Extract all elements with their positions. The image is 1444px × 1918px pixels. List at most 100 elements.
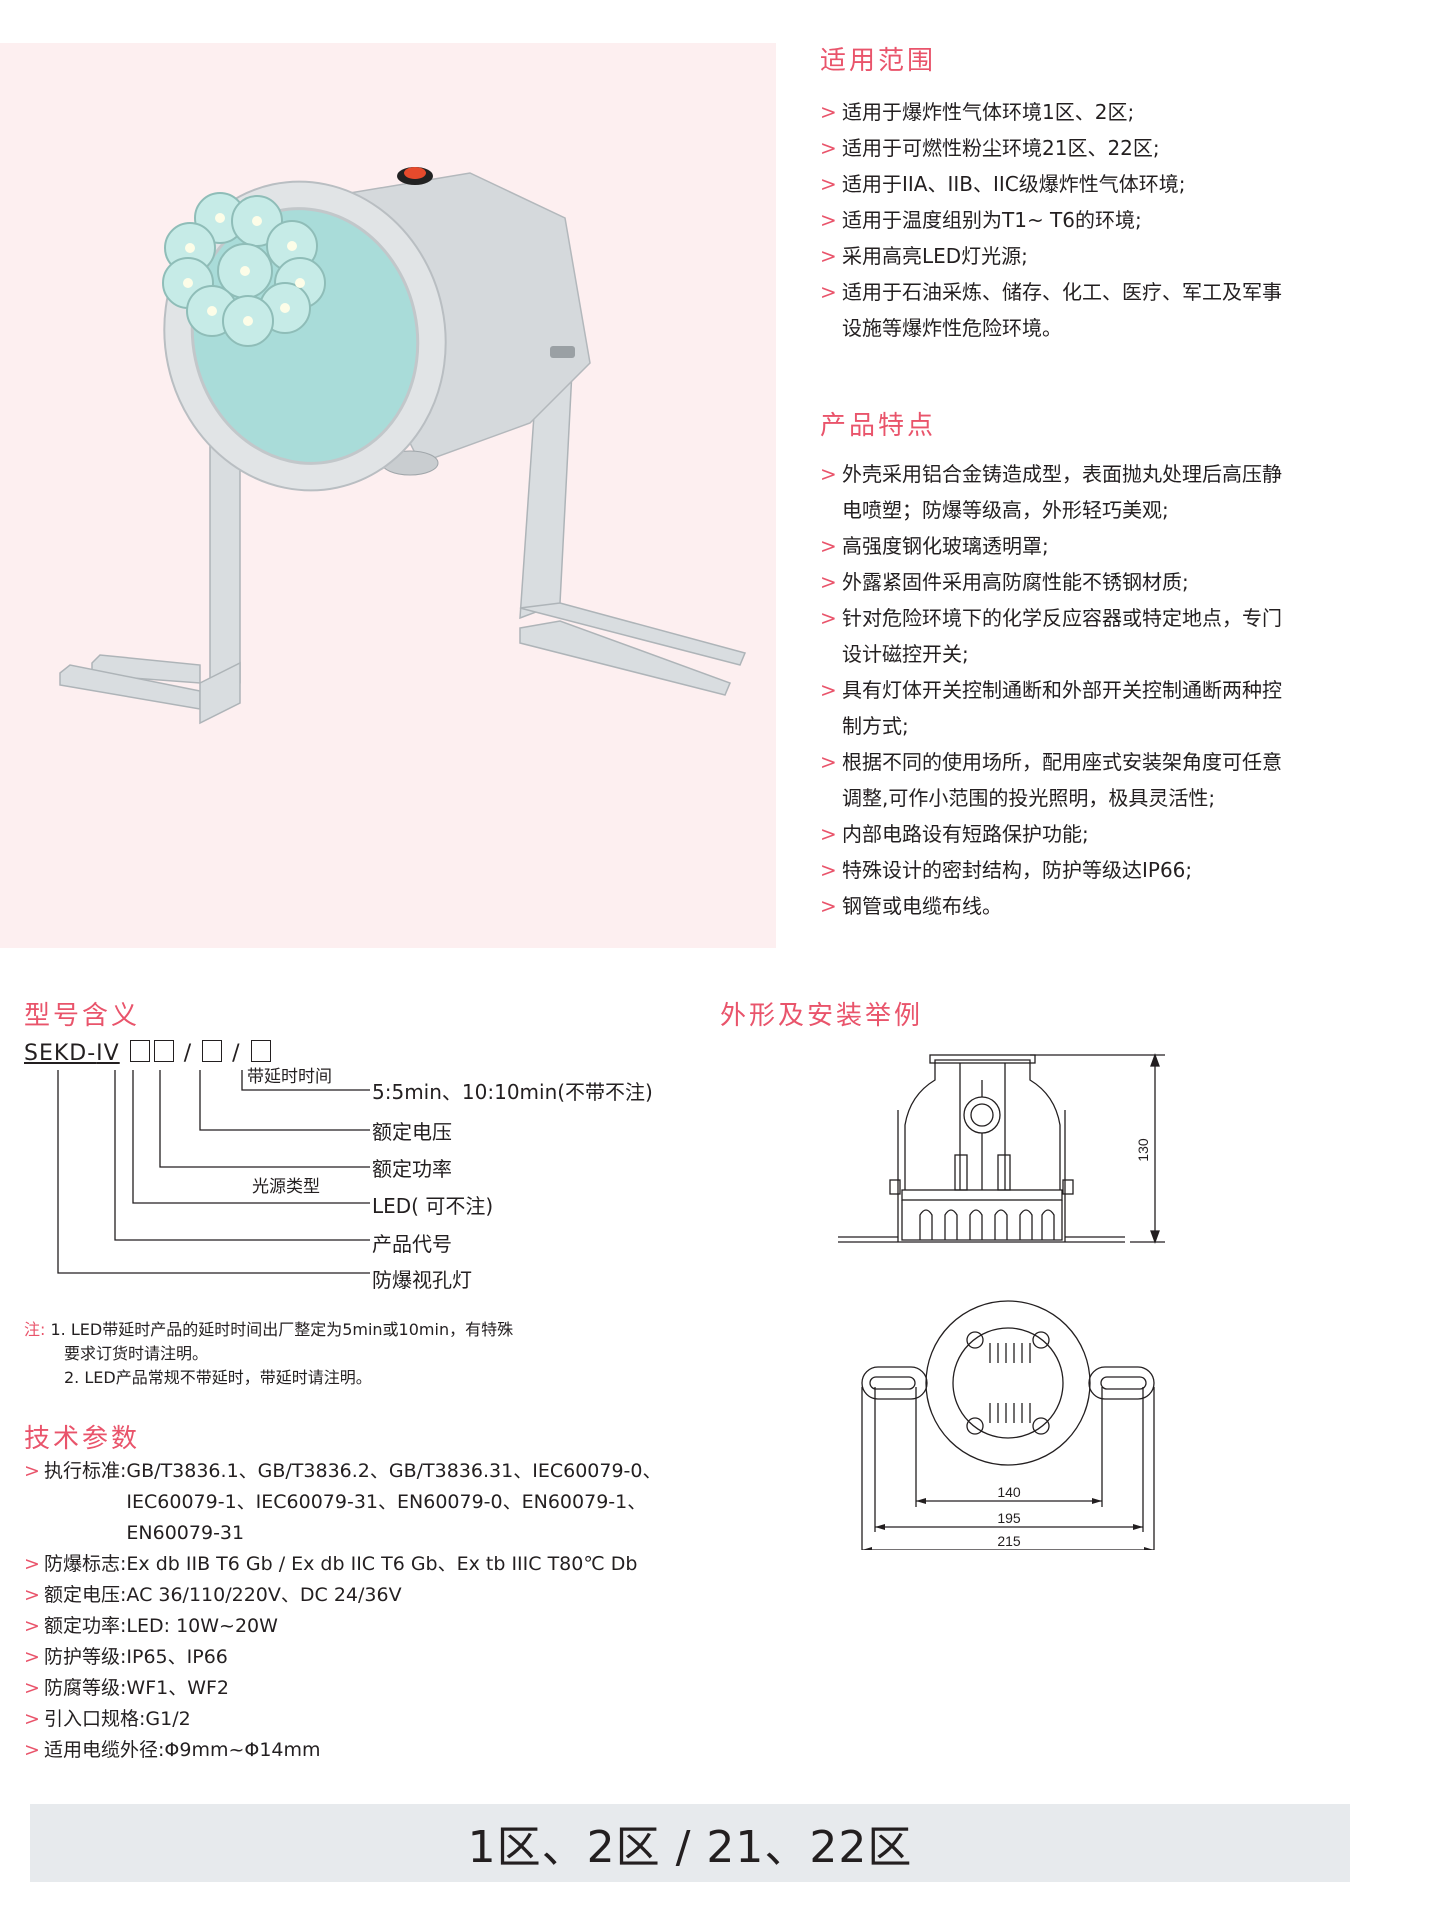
label-delay-time: 带延时时间 <box>247 1067 332 1087</box>
spec-value: EN60079-31 <box>126 1522 245 1544</box>
model-series: IV <box>96 1041 120 1066</box>
note-line: 要求订货时请注明。 <box>64 1344 209 1363</box>
model-leader-lines <box>57 1070 370 1274</box>
arrow-icon: > <box>820 750 837 774</box>
scope-item-text: 适用于可燃性粉尘环境21区、22区; <box>842 136 1160 160</box>
notes-label: 注: <box>24 1320 46 1339</box>
arrow-icon: > <box>820 136 837 160</box>
plan-drawing: 140 195 215 <box>861 1300 1155 1550</box>
spec-value: AC 36/110/220V、DC 24/36V <box>126 1584 402 1606</box>
scope-item-text: 设施等爆炸性危险环境。 <box>842 316 1062 340</box>
arrow-icon: > <box>24 1615 40 1637</box>
feature-text: 特殊设计的密封结构，防护等级达IP66; <box>842 858 1193 882</box>
spec-row: >引入口规格:G1/2 <box>24 1704 662 1735</box>
feature-item: >特殊设计的密封结构，防护等级达IP66; <box>820 852 1282 888</box>
model-notes: 注: 1. LED带延时产品的延时时间出厂整定为5min或10min，有特殊 要… <box>24 1318 513 1390</box>
label-light-source-value: LED( 可不注) <box>372 1194 494 1218</box>
scope-item-text: 适用于温度组别为T1~ T6的环境; <box>842 208 1142 232</box>
arrow-icon: > <box>820 858 837 882</box>
spec-row: >适用电缆外径:Φ9mm~Φ14mm <box>24 1735 662 1766</box>
features-list: > 外壳采用铝合金铸造成型，表面抛丸处理后高压静电喷塑；防爆等级高，外形轻巧美观;… <box>820 456 1282 924</box>
scope-title: 适用范围 <box>820 46 937 76</box>
arrow-icon: > <box>24 1677 40 1699</box>
note-line: 1. LED带延时产品的延时时间出厂整定为5min或10min，有特殊 <box>50 1320 514 1339</box>
note-line: 2. LED产品常规不带延时，带延时请注明。 <box>64 1368 372 1387</box>
feature-text: 调整,可作小范围的投光照明，极具灵活性; <box>842 786 1216 810</box>
label-power: 额定功率 <box>372 1157 452 1181</box>
spec-value: Ex db IIB T6 Gb / Ex db IIC T6 Gb、Ex tb … <box>126 1553 638 1575</box>
spec-row: >执行标准:GB/T3836.1、GB/T3836.2、GB/T3836.31、… <box>24 1456 662 1549</box>
feature-text: 内部电路设有短路保护功能; <box>842 822 1089 846</box>
placeholder-box <box>250 1040 271 1062</box>
scope-item-text: 适用于爆炸性气体环境1区、2区; <box>842 100 1135 124</box>
placeholder-box <box>153 1040 174 1062</box>
feature-item: >根据不同的使用场所，配用座式安装架角度可任意调整,可作小范围的投光照明，极具灵… <box>820 744 1282 816</box>
feature-text: 具有灯体开关控制通断和外部开关控制通断两种控 <box>842 678 1282 702</box>
spec-key: 额定电压: <box>44 1584 127 1606</box>
placeholder-box <box>129 1040 150 1062</box>
spec-row: >防爆标志:Ex db IIB T6 Gb / Ex db IIC T6 Gb、… <box>24 1549 662 1580</box>
feature-item: >外露紧固件采用高防腐性能不锈钢材质; <box>820 564 1282 600</box>
spec-value: GB/T3836.1、GB/T3836.2、GB/T3836.31、IEC600… <box>126 1460 662 1482</box>
arrow-icon: > <box>820 678 837 702</box>
arrow-icon: > <box>24 1708 40 1730</box>
arrow-icon: > <box>24 1646 40 1668</box>
dim-215: 215 <box>997 1533 1021 1549</box>
dim-height: 130 <box>1135 1138 1151 1162</box>
model-title: 型号含义 <box>24 1001 141 1031</box>
mounting-bracket-left-icon <box>59 422 241 725</box>
arrow-icon: > <box>820 606 837 630</box>
model-section: 型号含义 <box>24 995 140 1032</box>
elevation-drawing: 130 <box>838 1053 1165 1244</box>
spec-row: >防护等级:IP65、IP66 <box>24 1642 662 1673</box>
spec-row: >防腐等级:WF1、WF2 <box>24 1673 662 1704</box>
slash: / <box>183 1041 193 1066</box>
zone-banner-text: 1区、2区 / 21、22区 <box>467 1822 913 1873</box>
spec-key: 适用电缆外径: <box>44 1739 165 1761</box>
feature-item: >钢管或电缆布线。 <box>820 888 1282 924</box>
scope-item-text: 适用于石油采炼、储存、化工、医疗、军工及军事 <box>842 280 1282 304</box>
arrow-icon: > <box>820 534 837 558</box>
scope-item-text: 采用高亮LED灯光源; <box>842 244 1028 268</box>
features-title: 产品特点 <box>820 411 937 441</box>
scope-item: >适用于IIA、IIB、IIC级爆炸性气体环境; <box>820 166 1282 202</box>
feature-text: 外壳采用铝合金铸造成型，表面抛丸处理后高压静 <box>842 462 1282 486</box>
arrow-icon: > <box>24 1584 40 1606</box>
spec-key: 引入口规格: <box>44 1708 146 1730</box>
arrow-icon: > <box>24 1739 40 1761</box>
scope-item: >适用于爆炸性气体环境1区、2区; <box>820 94 1282 130</box>
spec-value: IP65、IP66 <box>126 1646 228 1668</box>
slash: / <box>232 1041 241 1066</box>
feature-item: >高强度钢化玻璃透明罩; <box>820 528 1282 564</box>
feature-text: 钢管或电缆布线。 <box>842 894 1002 918</box>
arrow-icon: > <box>820 172 837 196</box>
spec-key: 执行标准: <box>44 1460 127 1482</box>
tech-title: 技术参数 <box>24 1424 141 1454</box>
arrow-icon: > <box>820 822 837 846</box>
spec-value: IEC60079-1、IEC60079-31、EN60079-0、EN60079… <box>126 1491 647 1513</box>
tech-list: > 执行标准:GB/T3836.1、GB/T3836.2、GB/T3836.31、… <box>24 1456 662 1766</box>
spec-row: >额定电压:AC 36/110/220V、DC 24/36V <box>24 1580 662 1611</box>
zone-banner: 1区、2区 / 21、22区 <box>30 1804 1350 1882</box>
arrow-icon: > <box>24 1553 40 1575</box>
feature-text: 制方式; <box>842 714 909 738</box>
feature-text: 根据不同的使用场所，配用座式安装架角度可任意 <box>842 750 1282 774</box>
label-product-code: 产品代号 <box>372 1232 452 1256</box>
spec-key: 防护等级: <box>44 1646 127 1668</box>
feature-text: 针对危险环境下的化学反应容器或特定地点，专门 <box>842 606 1282 630</box>
scope-item: >适用于可燃性粉尘环境21区、22区; <box>820 130 1282 166</box>
placeholder-box <box>202 1040 223 1062</box>
feature-text: 电喷塑；防爆等级高，外形轻巧美观; <box>842 498 1169 522</box>
scope-item: >适用于石油采炼、储存、化工、医疗、军工及军事设施等爆炸性危险环境。 <box>820 274 1282 346</box>
model-prefix: SEKD- <box>24 1041 97 1066</box>
drawing-title: 外形及安装举例 <box>720 1001 924 1031</box>
spec-value: WF1、WF2 <box>126 1677 230 1699</box>
spec-key: 防爆标志: <box>44 1553 127 1575</box>
feature-text: 外露紧固件采用高防腐性能不锈钢材质; <box>842 570 1189 594</box>
dim-140: 140 <box>997 1484 1021 1500</box>
scope-item: >适用于温度组别为T1~ T6的环境; <box>820 202 1282 238</box>
feature-text: 高强度钢化玻璃透明罩; <box>842 534 1049 558</box>
scope-item: >采用高亮LED灯光源; <box>820 238 1282 274</box>
spec-value: Φ9mm~Φ14mm <box>164 1739 321 1761</box>
spec-value: LED: 10W~20W <box>126 1615 278 1637</box>
